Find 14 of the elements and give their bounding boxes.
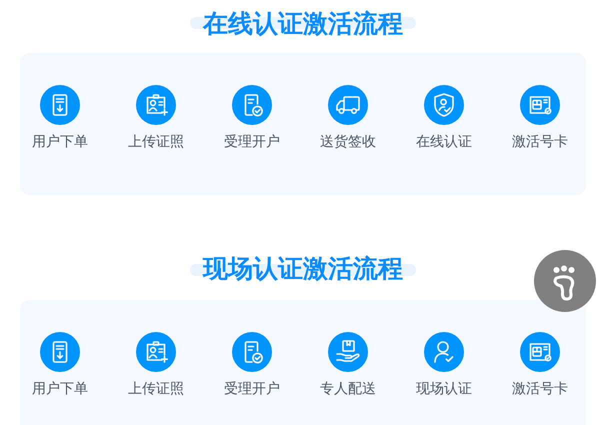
step-label: 受理开户 [224, 133, 280, 151]
step-label: 激活号卡 [512, 380, 568, 398]
step-label: 上传证照 [128, 380, 184, 398]
section-title: 在线认证激活流程 [190, 9, 416, 39]
step-label: 上传证照 [128, 133, 184, 151]
step-label: 在线认证 [416, 133, 472, 151]
section-title: 现场认证激活流程 [190, 254, 416, 284]
step-label: 用户下单 [32, 380, 88, 398]
step-label: 用户下单 [32, 133, 88, 151]
step-label: 送货签收 [320, 133, 376, 151]
step-label: 激活号卡 [512, 133, 568, 151]
step-label: 现场认证 [416, 380, 472, 398]
step-label: 专人配送 [320, 380, 376, 398]
step-label: 受理开户 [224, 380, 280, 398]
